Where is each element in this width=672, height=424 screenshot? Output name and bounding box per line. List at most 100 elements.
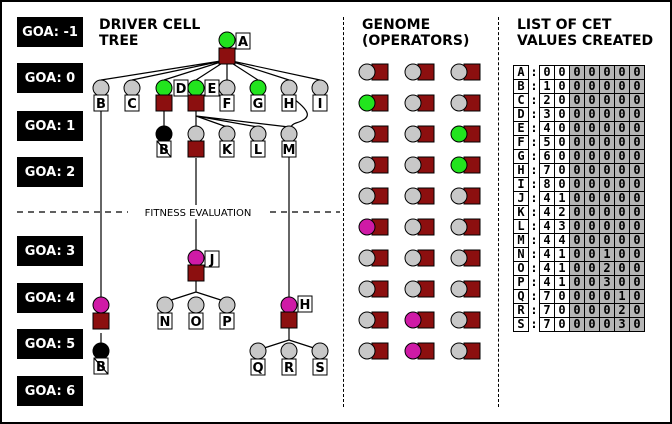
node-label-C: C bbox=[124, 94, 140, 112]
cet-value-cell: 0 bbox=[599, 191, 615, 206]
svg-text:C: C bbox=[127, 97, 137, 112]
cet-value-cell: 0 bbox=[614, 261, 630, 276]
operator-r10-c2 bbox=[404, 342, 435, 360]
dead-cell-cross bbox=[93, 357, 109, 375]
cet-value-cell: 0 bbox=[629, 107, 645, 122]
cet-value-cell: 0 bbox=[584, 79, 600, 94]
operator-circle bbox=[404, 311, 422, 329]
cet-value-cell: 5 bbox=[539, 135, 555, 150]
operator-circle bbox=[358, 156, 376, 174]
goa-label-4: GOA: 4 bbox=[17, 283, 83, 313]
cet-colon: : bbox=[530, 121, 538, 135]
cet-colon: : bbox=[530, 233, 538, 247]
cet-value-cell: 0 bbox=[599, 317, 615, 332]
cet-row-label: B bbox=[513, 79, 529, 94]
node-label-O: O bbox=[188, 312, 204, 330]
cet-value-cell: 0 bbox=[584, 65, 600, 80]
operator-r1-c2 bbox=[404, 63, 435, 81]
cet-value-cell: 0 bbox=[539, 65, 555, 80]
cet-value-cell: 0 bbox=[554, 163, 570, 178]
cet-value-cell: 0 bbox=[569, 247, 585, 262]
svg-text:H: H bbox=[300, 298, 311, 313]
operator-circle bbox=[450, 311, 468, 329]
operator-circle bbox=[358, 342, 376, 360]
cet-value-cell: 0 bbox=[599, 107, 615, 122]
operator-circle bbox=[358, 249, 376, 267]
cet-value-cell: 0 bbox=[629, 177, 645, 192]
cet-value-cell: 0 bbox=[599, 303, 615, 318]
operator-r6-c2 bbox=[404, 218, 435, 236]
cet-colon: : bbox=[530, 191, 538, 205]
cet-value-cell: 1 bbox=[554, 247, 570, 262]
operator-circle bbox=[358, 311, 376, 329]
cet-value-cell: 0 bbox=[599, 233, 615, 248]
section-divider bbox=[343, 17, 344, 407]
cet-value-cell: 0 bbox=[569, 79, 585, 94]
operator-r7-c3 bbox=[450, 249, 481, 267]
cet-value-cell: 0 bbox=[569, 261, 585, 276]
node-label-K: K bbox=[219, 140, 235, 158]
driver-square-E-child bbox=[187, 140, 205, 158]
cet-row-label: E bbox=[513, 121, 529, 136]
cet-value-cell: 0 bbox=[584, 317, 600, 332]
cet-value-cell: 0 bbox=[569, 93, 585, 108]
fitness-label: FITNESS EVALUATION bbox=[145, 208, 252, 219]
goa-label-3: GOA: 3 bbox=[17, 236, 83, 266]
cet-row-label: S bbox=[513, 317, 529, 332]
cet-value-cell: 4 bbox=[539, 219, 555, 234]
cet-value-cell: 0 bbox=[629, 261, 645, 276]
cet-row-label: K bbox=[513, 205, 529, 220]
svg-text:B: B bbox=[96, 97, 106, 112]
svg-text:B: B bbox=[159, 143, 169, 158]
cet-row-label: P bbox=[513, 275, 529, 290]
operator-r7-c2 bbox=[404, 249, 435, 267]
operator-circle bbox=[450, 125, 468, 143]
cet-value-cell: 4 bbox=[539, 205, 555, 220]
cet-value-cell: 0 bbox=[569, 135, 585, 150]
cet-value-cell: 0 bbox=[584, 107, 600, 122]
cet-row-label: H bbox=[513, 163, 529, 178]
cet-value-cell: 8 bbox=[539, 177, 555, 192]
cet-colon: : bbox=[530, 93, 538, 107]
cet-row-label: N bbox=[513, 247, 529, 262]
operator-r9-c3 bbox=[450, 311, 481, 329]
node-label-N: N bbox=[157, 312, 173, 330]
goa-label-0: GOA: 0 bbox=[17, 63, 83, 93]
cet-value-cell: 0 bbox=[614, 219, 630, 234]
cet-colon: : bbox=[530, 275, 538, 289]
node-label-E: E bbox=[204, 79, 220, 97]
cet-value-cell: 0 bbox=[629, 121, 645, 136]
operator-r2-c1 bbox=[358, 94, 389, 112]
cet-value-cell: 0 bbox=[584, 135, 600, 150]
operator-r2-c2 bbox=[404, 94, 435, 112]
svg-text:G: G bbox=[253, 97, 264, 112]
cet-value-cell: 0 bbox=[554, 65, 570, 80]
cet-value-cell: 0 bbox=[569, 149, 585, 164]
cet-row-label: A bbox=[513, 65, 529, 80]
cet-value-cell: 0 bbox=[584, 261, 600, 276]
goa-label-6: GOA: 6 bbox=[17, 376, 83, 406]
svg-text:F: F bbox=[223, 97, 232, 112]
cet-value-cell: 0 bbox=[554, 79, 570, 94]
cet-colon: : bbox=[530, 149, 538, 163]
operator-r9-c2 bbox=[404, 311, 435, 329]
cet-value-cell: 0 bbox=[584, 219, 600, 234]
cet-value-cell: 0 bbox=[614, 247, 630, 262]
driver-square-D bbox=[155, 94, 173, 112]
cet-row-label: F bbox=[513, 135, 529, 150]
node-label-P: P bbox=[219, 312, 235, 330]
cet-value-cell: 0 bbox=[569, 289, 585, 304]
operator-circle bbox=[404, 342, 422, 360]
operator-circle bbox=[450, 94, 468, 112]
operator-r4-c1 bbox=[358, 156, 389, 174]
operator-r4-c3 bbox=[450, 156, 481, 174]
